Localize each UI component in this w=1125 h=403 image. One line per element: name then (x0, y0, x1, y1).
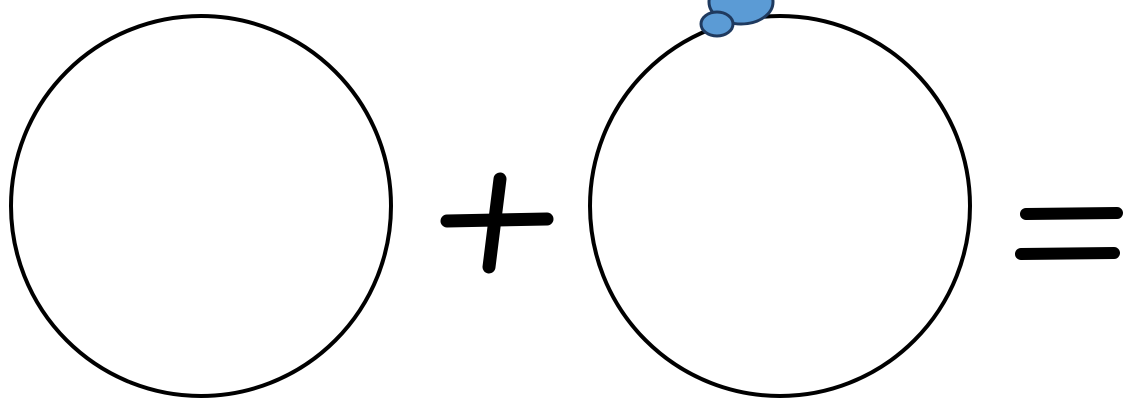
plus-vertical-stroke (489, 179, 500, 267)
left-circle (11, 16, 391, 396)
plus-sign (447, 179, 547, 267)
equals-sign (1021, 213, 1117, 254)
right-circle (590, 16, 970, 396)
blue-blob-small (701, 12, 733, 36)
equals-top-bar (1026, 213, 1117, 214)
equals-bottom-bar (1021, 253, 1114, 254)
